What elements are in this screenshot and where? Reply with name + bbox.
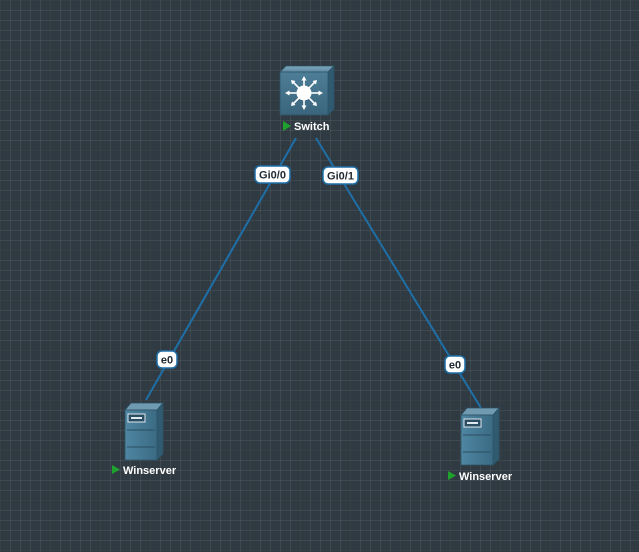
node-label: Switch bbox=[294, 121, 330, 133]
port-label-gi0-0[interactable]: Gi0/0 bbox=[254, 165, 291, 184]
port-label-text: e0 bbox=[449, 360, 461, 372]
switch-icon[interactable] bbox=[279, 65, 335, 116]
node-winserver-left[interactable]: Winserver bbox=[112, 401, 177, 477]
port-label-text: Gi0/1 bbox=[327, 171, 354, 183]
node-winserver-right[interactable]: Winserver bbox=[448, 406, 513, 483]
port-label-text: e0 bbox=[161, 355, 173, 367]
running-status-icon bbox=[112, 465, 120, 474]
port-label-e0-right[interactable]: e0 bbox=[444, 355, 466, 374]
server-icon[interactable] bbox=[124, 401, 164, 461]
port-label-gi0-1[interactable]: Gi0/1 bbox=[322, 166, 359, 185]
running-status-icon bbox=[448, 471, 456, 480]
port-label-text: Gi0/0 bbox=[259, 170, 286, 182]
server-icon[interactable] bbox=[460, 406, 500, 466]
node-switch[interactable]: Switch bbox=[279, 65, 335, 133]
node-label: Winserver bbox=[459, 471, 513, 483]
port-label-e0-left[interactable]: e0 bbox=[156, 350, 178, 369]
running-status-icon bbox=[283, 121, 291, 131]
node-label: Winserver bbox=[123, 465, 177, 477]
